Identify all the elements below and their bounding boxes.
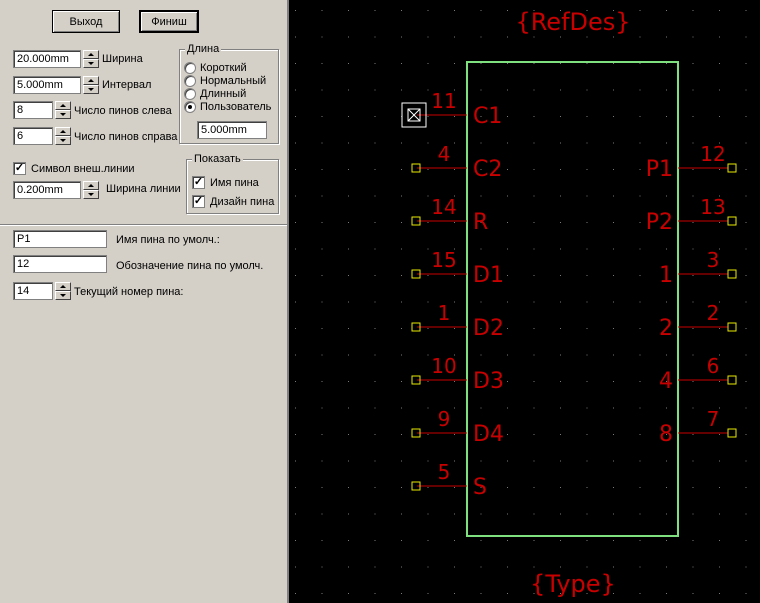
width-spinner[interactable]: [83, 50, 99, 68]
current-pin-label: Текущий номер пина:: [74, 286, 184, 298]
interval-input[interactable]: 5.000mm: [13, 76, 81, 94]
pin-name: 1: [659, 263, 673, 288]
pin-name: P1: [646, 157, 673, 182]
default-pin-designator-label: Обозначение пина по умолч.: [116, 260, 264, 272]
pin-number: 15: [431, 248, 456, 272]
pin-number: 3: [707, 248, 720, 272]
pin-name: D3: [473, 369, 504, 394]
pin-name: 4: [659, 369, 673, 394]
outline-checkbox-label: Символ внеш.линии: [31, 163, 135, 175]
pin-number: 9: [438, 407, 451, 431]
finish-button[interactable]: Финиш: [139, 10, 199, 33]
pin-name: 2: [659, 316, 673, 341]
default-pin-designator-input[interactable]: 12: [13, 255, 107, 273]
pin-name-checkbox[interactable]: ✓: [192, 176, 205, 189]
panel-separator: [0, 224, 287, 226]
pins-right-input[interactable]: 6: [13, 127, 53, 145]
pin-name-checkbox-label: Имя пина: [210, 177, 259, 189]
pin-end-marker[interactable]: [411, 216, 421, 226]
pin-name: 8: [659, 422, 673, 447]
selected-pin-marker[interactable]: [401, 102, 427, 128]
length-long-radio[interactable]: [184, 88, 196, 100]
pin-number: 13: [700, 195, 725, 219]
type-label[interactable]: {Type}: [530, 570, 616, 598]
pin-number: 11: [431, 89, 456, 113]
pin-end-marker[interactable]: [411, 322, 421, 332]
outline-checkbox[interactable]: ✓: [13, 162, 26, 175]
pin-design-checkbox-label: Дизайн пина: [210, 196, 275, 208]
pin-number: 12: [700, 142, 725, 166]
pin-end-marker[interactable]: [727, 322, 737, 332]
length-normal-radio[interactable]: [184, 75, 196, 87]
pin-number: 2: [707, 301, 720, 325]
length-short-radio[interactable]: [184, 62, 196, 74]
pin-number: 14: [431, 195, 456, 219]
pin-name: R: [473, 210, 488, 235]
pin-number: 1: [438, 301, 451, 325]
pin-end-marker[interactable]: [727, 375, 737, 385]
length-long-label: Длинный: [200, 88, 247, 100]
line-width-input[interactable]: 0.200mm: [13, 181, 81, 199]
length-normal-label: Нормальный: [200, 75, 267, 87]
pin-end-marker[interactable]: [727, 269, 737, 279]
pins-left-input[interactable]: 8: [13, 101, 53, 119]
pins-right-spinner[interactable]: [55, 127, 71, 145]
length-custom-label: Пользователь: [200, 101, 272, 113]
pin-end-marker[interactable]: [411, 428, 421, 438]
interval-label: Интервал: [102, 79, 152, 91]
pin-design-checkbox[interactable]: ✓: [192, 195, 205, 208]
show-group-title: Показать: [192, 153, 243, 165]
refdes-label[interactable]: {RefDes}: [515, 8, 630, 36]
line-width-label: Ширина линии: [106, 183, 181, 195]
pin-name: P2: [646, 210, 673, 235]
length-custom-input[interactable]: 5.000mm: [197, 121, 267, 139]
pin-end-marker[interactable]: [411, 481, 421, 491]
pins-right-label: Число пинов справа: [74, 131, 178, 143]
pin-number: 5: [438, 460, 451, 484]
length-group-title: Длина: [185, 43, 222, 55]
line-width-spinner[interactable]: [83, 181, 99, 199]
width-input[interactable]: 20.000mm: [13, 50, 81, 68]
pin-end-marker[interactable]: [407, 108, 421, 122]
default-pin-name-input[interactable]: P1: [13, 230, 107, 248]
length-short-label: Короткий: [200, 62, 247, 74]
current-pin-spinner[interactable]: [55, 282, 71, 300]
pin-end-marker[interactable]: [727, 428, 737, 438]
grid-dots: [295, 10, 747, 594]
pins-left-spinner[interactable]: [55, 101, 71, 119]
pin-name: D2: [473, 316, 504, 341]
pin-name: D1: [473, 263, 504, 288]
pin-end-marker[interactable]: [727, 163, 737, 173]
pin-name: C2: [473, 157, 502, 182]
pins-left-label: Число пинов слева: [74, 105, 172, 117]
pins-layer: 11C14C214R15D11D210D39D45S12P113P2312264…: [401, 89, 737, 500]
exit-button[interactable]: Выход: [52, 10, 120, 33]
pin-number: 10: [431, 354, 456, 378]
pin-end-marker[interactable]: [411, 163, 421, 173]
pin-name: C1: [473, 104, 502, 129]
pin-name: S: [473, 475, 487, 500]
length-group: [179, 49, 279, 144]
selected-pin-cross[interactable]: [407, 108, 421, 122]
pin-number: 4: [438, 142, 451, 166]
interval-spinner[interactable]: [83, 76, 99, 94]
pin-end-marker[interactable]: [411, 269, 421, 279]
width-label: Ширина: [102, 53, 143, 65]
pin-name: D4: [473, 422, 504, 447]
pin-number: 6: [707, 354, 720, 378]
symbol-body-outline[interactable]: [466, 61, 679, 537]
settings-panel: Выход Финиш 20.000mm Ширина 5.000mm Инте…: [0, 0, 287, 603]
pin-end-marker[interactable]: [411, 375, 421, 385]
current-pin-input[interactable]: 14: [13, 282, 53, 300]
pin-end-marker[interactable]: [727, 216, 737, 226]
length-custom-radio[interactable]: [184, 101, 196, 113]
default-pin-name-label: Имя пина по умолч.:: [116, 234, 220, 246]
pin-number: 7: [707, 407, 720, 431]
symbol-drawing: {RefDes} {Type} 11C14C214R15D11D210D39D4…: [295, 8, 747, 598]
